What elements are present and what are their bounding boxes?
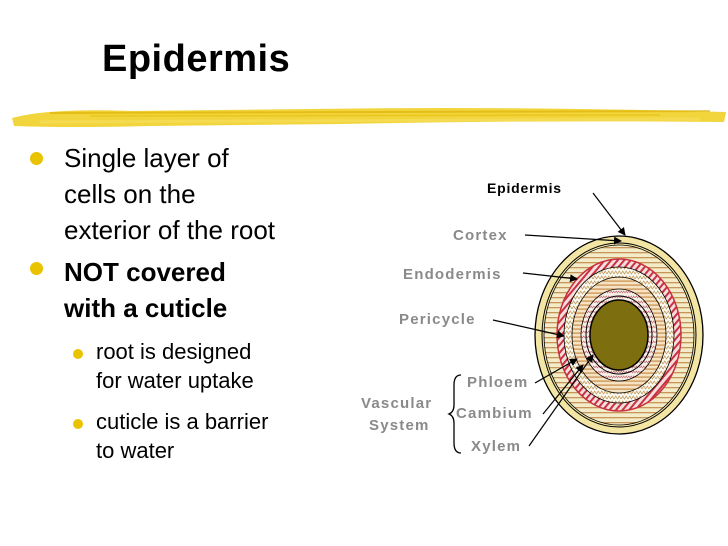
bullet-dot-icon: [30, 152, 43, 165]
bullet-2-line-2: with a cuticle: [64, 293, 228, 323]
sub-bullet-2-line-2: to water: [96, 438, 175, 463]
xylem-arrow: [528, 354, 594, 447]
sub-bullet-dot-icon: [73, 419, 83, 429]
xylem-core: [589, 299, 649, 371]
bullet-1-line-1: Single layer of: [64, 143, 229, 173]
endodermis-label: Endodermis: [403, 266, 502, 283]
bullet-1-line-3: exterior of the root: [64, 215, 275, 245]
vascular-system-label-line-1: Vascular: [361, 395, 432, 412]
epidermis-arrow: [592, 192, 626, 236]
cambium-arrow: [542, 364, 584, 415]
cambium-label: Cambium: [456, 405, 533, 422]
bullet-list: Single layer of cells on the exterior of…: [0, 0, 360, 546]
slide-title: Epidermis: [102, 38, 291, 80]
pericycle-arrow: [492, 319, 565, 339]
bullet-dot-icon: [30, 262, 43, 275]
phloem-label: Phloem: [467, 374, 528, 391]
bullet-1-line-2: cells on the: [64, 179, 196, 209]
cortex-arrow: [524, 234, 622, 245]
cortex-label: Cortex: [453, 227, 508, 244]
sub-bullet-1-line-1: root is designed: [96, 339, 252, 364]
title-underline-brush: [12, 108, 726, 127]
sub-bullet-dot-icon: [73, 349, 83, 359]
vascular-system-label-line-2: System: [369, 417, 430, 434]
bullet-2-line-1: NOT covered: [64, 257, 226, 287]
phloem-arrow: [534, 358, 578, 384]
sub-bullet-2-line-1: cuticle is a barrier: [96, 409, 269, 434]
pericycle-label: Pericycle: [399, 311, 476, 328]
sub-bullet-1-line-2: for water uptake: [96, 368, 254, 393]
epidermis-label: Epidermis: [487, 180, 562, 196]
endodermis-arrow: [522, 272, 578, 283]
root-cross-section-diagram: Epidermis Cortex Endodermis Pericycle Ph…: [361, 180, 704, 455]
vascular-brace: [447, 374, 462, 454]
xylem-label: Xylem: [471, 438, 521, 455]
